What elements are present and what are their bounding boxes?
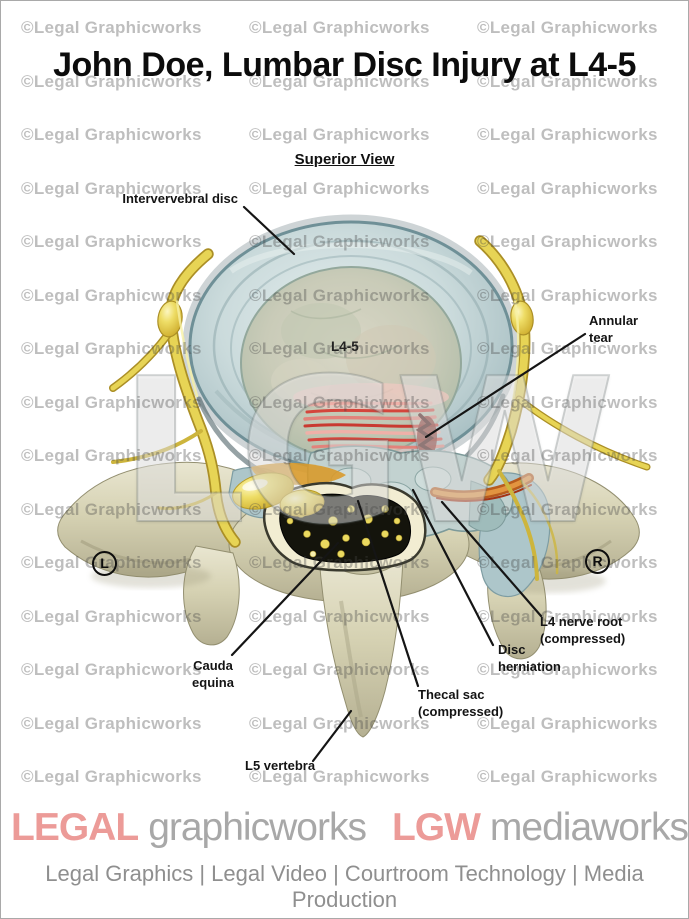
brand-graphicworks: graphicworks (148, 806, 367, 849)
label-l4-nerve-root: L4 nerve root (compressed) (540, 614, 626, 646)
cauda-equina-art (286, 499, 403, 558)
leader-l4-nerve-root (440, 500, 543, 618)
footer-tagline: Legal Graphics | Legal Video | Courtroom… (45, 861, 644, 912)
label-thecal-sac: Thecal sac (compressed) (418, 687, 504, 719)
brand-legal: LEGAL (11, 806, 139, 849)
brand-logos: LEGAL graphicworks LGW mediaworks (1, 799, 688, 857)
ligamentum-flavum-art (232, 472, 325, 517)
brand-mediaworks: mediaworks (489, 806, 688, 849)
footer: LEGAL graphicworks LGW mediaworks Legal … (1, 799, 688, 913)
spinal-nerves-art (109, 235, 651, 581)
right-nerve-art (474, 235, 651, 581)
logo-watermark: LGW (118, 336, 616, 569)
brand-lgw: LGW (391, 806, 481, 849)
label-intervertebral-disc: Intervervebral disc (122, 191, 238, 206)
label-cauda-equina: Cauda equina (192, 658, 234, 690)
leader-annular-tear (424, 332, 587, 439)
label-disc-herniation: Disc herniation (498, 642, 561, 674)
label-disc-level: L4-5 (331, 339, 359, 354)
leader-cauda-equina (230, 541, 340, 657)
leader-thecal-sac (356, 499, 420, 688)
page-title: John Doe, Lumbar Disc Injury at L4-5 (53, 45, 636, 84)
leader-l5-vertebra (311, 709, 353, 763)
orientation-right-marker: R (585, 549, 610, 574)
left-nerve-art (109, 248, 241, 548)
label-l5-vertebra: L5 vertebra (245, 758, 316, 773)
leader-disc-herniation (411, 488, 495, 647)
orientation-left-marker: L (92, 551, 117, 576)
view-label: Superior View (294, 151, 395, 168)
label-annular-tear: Annular tear (589, 313, 639, 345)
leader-intervertebral-disc (242, 205, 296, 256)
